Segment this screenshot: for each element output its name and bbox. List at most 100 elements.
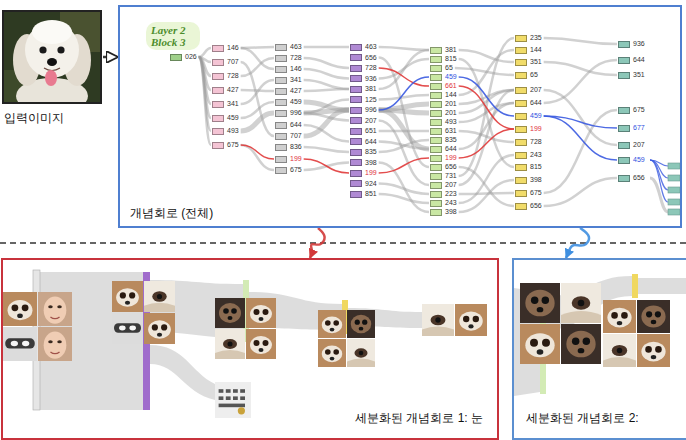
flow-link bbox=[241, 80, 274, 104]
neuron-node: 207 bbox=[515, 86, 543, 95]
node-label: 144 bbox=[444, 91, 458, 99]
node-label: 463 bbox=[289, 43, 303, 51]
node-label: 398 bbox=[364, 159, 378, 167]
node-label: 207 bbox=[529, 86, 543, 94]
flow-link bbox=[544, 116, 617, 160]
node-bar bbox=[430, 65, 442, 72]
neuron-node: 459 bbox=[618, 156, 646, 165]
neuron-node: 996 bbox=[275, 109, 303, 118]
node-label: 351 bbox=[632, 71, 646, 79]
neuron-node: 656 bbox=[430, 163, 458, 172]
neuron-node: 731 bbox=[430, 172, 458, 181]
flow-link bbox=[544, 110, 617, 193]
node-label: 398 bbox=[444, 208, 458, 216]
node-bar bbox=[350, 107, 362, 114]
node-label: 199 bbox=[364, 169, 378, 177]
neuron-node: 707 bbox=[275, 132, 303, 141]
node-bar bbox=[275, 133, 287, 140]
neuron-node: 728 bbox=[515, 138, 543, 147]
node-bar bbox=[515, 203, 527, 210]
node-label: 125 bbox=[364, 96, 378, 104]
node-bar bbox=[430, 83, 442, 90]
node-label: 644 bbox=[364, 138, 378, 146]
node-bar bbox=[430, 164, 442, 171]
neuron-node: 341 bbox=[275, 76, 303, 85]
flow-link bbox=[241, 47, 274, 48]
node-bar bbox=[618, 57, 630, 64]
neuron-node: 675 bbox=[618, 106, 646, 115]
node-bar bbox=[430, 110, 442, 117]
node-label: 644 bbox=[529, 99, 543, 107]
node-label: 146 bbox=[226, 44, 240, 52]
node-label: 381 bbox=[364, 85, 378, 93]
node-bar bbox=[618, 142, 630, 149]
node-label: 207 bbox=[632, 141, 646, 149]
node-bar bbox=[430, 209, 442, 216]
sub-circuit-2 bbox=[514, 274, 686, 396]
node-bar bbox=[430, 182, 442, 189]
node-label: 815 bbox=[444, 55, 458, 63]
node-label: 707 bbox=[226, 58, 240, 66]
neuron-node: 493 bbox=[430, 118, 458, 127]
flow-link bbox=[241, 145, 274, 170]
node-label: 세분화된 개념회로 1: 눈 bbox=[353, 411, 485, 426]
node-label: 459 bbox=[632, 156, 646, 164]
neuron-node: 146 bbox=[275, 65, 303, 74]
neuron-node: 144 bbox=[430, 91, 458, 100]
node-bar bbox=[430, 128, 442, 135]
neuron-node: 398 bbox=[430, 208, 458, 217]
node-label: 199 bbox=[444, 154, 458, 162]
node-label: 459 bbox=[529, 112, 543, 120]
neuron-node: 398 bbox=[350, 158, 378, 167]
node-bar bbox=[430, 119, 442, 126]
partial-column bbox=[650, 160, 680, 215]
neuron-node: 207 bbox=[618, 141, 646, 150]
neuron-node: 835 bbox=[430, 136, 458, 145]
node-label: 675 bbox=[529, 189, 543, 197]
flow-link bbox=[379, 140, 429, 152]
node-label: 677 bbox=[632, 124, 646, 132]
node-bar bbox=[212, 128, 224, 135]
neuron-node: 677 bbox=[618, 124, 646, 133]
neuron-node: 661 bbox=[430, 82, 458, 91]
flow-link bbox=[304, 89, 349, 91]
node-label: 세분화된 개념회로 2: bbox=[524, 411, 641, 426]
node-bar bbox=[350, 191, 362, 198]
node-bar bbox=[430, 155, 442, 162]
neuron-node: 656 bbox=[515, 202, 543, 211]
node-label: 493 bbox=[226, 127, 240, 135]
node-bar bbox=[350, 54, 362, 61]
node-bar bbox=[350, 180, 362, 187]
flow-link bbox=[304, 147, 349, 152]
node-bar bbox=[212, 87, 224, 94]
neuron-node: 351 bbox=[618, 71, 646, 80]
neuron-node: 728 bbox=[350, 64, 378, 73]
node-label: 201 bbox=[444, 100, 458, 108]
node-label: 351 bbox=[529, 58, 543, 66]
arrow bbox=[103, 56, 117, 59]
neuron-node: 235 bbox=[515, 34, 543, 43]
neuron-node: 243 bbox=[430, 199, 458, 208]
neuron-node: 199 bbox=[350, 169, 378, 178]
node-bar bbox=[275, 55, 287, 62]
neuron-node: 223 bbox=[430, 190, 458, 199]
node-label: 427 bbox=[289, 87, 303, 95]
flow-link bbox=[304, 159, 349, 173]
flow-link bbox=[379, 95, 429, 100]
neuron-node: 644 bbox=[430, 145, 458, 154]
node-label: 656 bbox=[444, 163, 458, 171]
node-label: 996 bbox=[364, 106, 378, 114]
node-bar bbox=[515, 87, 527, 94]
node-label: 675 bbox=[632, 106, 646, 114]
node-bar bbox=[212, 115, 224, 122]
layer-label: Layer 2 Block 3 bbox=[146, 22, 200, 50]
neuron-node: 651 bbox=[350, 127, 378, 136]
input-image: 입력이미지 bbox=[2, 10, 102, 104]
flow-link bbox=[304, 80, 349, 89]
flow-link bbox=[379, 77, 429, 110]
node-bar bbox=[275, 122, 287, 129]
neuron-node: 707 bbox=[212, 58, 240, 67]
node-bar bbox=[515, 152, 527, 159]
node-bar bbox=[430, 74, 442, 81]
flow-link bbox=[459, 77, 514, 116]
